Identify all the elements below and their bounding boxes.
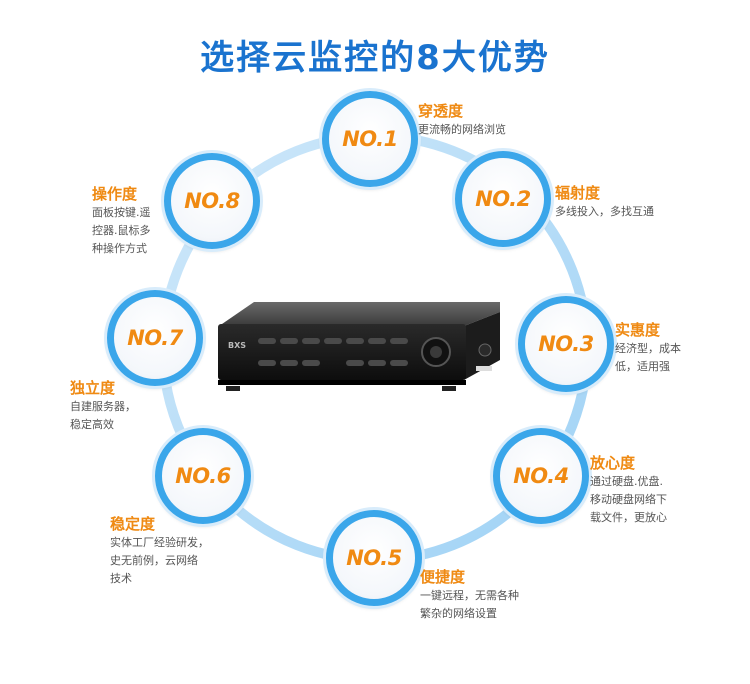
advantage-heading: 操作度 xyxy=(92,185,138,203)
advantage-desc: 载文件，更放心 xyxy=(590,511,667,524)
advantage-desc: 实体工厂经验研发， xyxy=(110,536,209,549)
advantage-heading: 放心度 xyxy=(590,454,636,472)
advantage-desc: 繁杂的网络设置 xyxy=(420,607,497,620)
advantage-desc: 移动硬盘网络下 xyxy=(590,493,667,506)
advantage-node-6: NO.6 xyxy=(155,428,251,524)
advantage-text-1: 穿透度 更流畅的网络浏览 xyxy=(418,101,506,139)
advantage-text-2: 辐射度 多线投入，多找互通 xyxy=(555,183,654,221)
brand-logo: BXS xyxy=(228,341,246,350)
advantage-text-5: 便捷度 一键远程，无需各种 繁杂的网络设置 xyxy=(420,567,519,623)
advantage-desc: 史无前例，云网络 xyxy=(110,554,198,567)
advantage-desc: 技术 xyxy=(110,572,132,585)
advantage-desc: 种操作方式 xyxy=(92,242,147,255)
advantage-desc: 面板按键.遥 xyxy=(92,206,151,219)
advantage-node-1: NO.1 xyxy=(322,91,418,187)
advantage-desc: 多线投入，多找互通 xyxy=(555,205,654,218)
advantage-node-2: NO.2 xyxy=(455,151,551,247)
advantage-node-7: NO.7 xyxy=(107,290,203,386)
advantage-text-3: 实惠度 经济型，成本 低，适用强 xyxy=(615,320,681,376)
advantage-desc: 经济型，成本 xyxy=(615,342,681,355)
advantage-desc: 低，适用强 xyxy=(615,360,670,373)
advantage-desc: 自建服务器， xyxy=(70,400,136,413)
advantage-node-5: NO.5 xyxy=(326,510,422,606)
dvr-device-image: BXS xyxy=(218,302,500,391)
advantage-node-3: NO.3 xyxy=(518,296,614,392)
advantage-node-4: NO.4 xyxy=(493,428,589,524)
advantage-desc: 稳定高效 xyxy=(70,418,114,431)
advantage-heading: 稳定度 xyxy=(110,515,156,533)
advantage-text-7: 独立度 自建服务器， 稳定高效 xyxy=(70,378,136,434)
advantage-text-8: 操作度 面板按键.遥 控器.鼠标多 种操作方式 xyxy=(92,184,151,258)
advantage-desc: 控器.鼠标多 xyxy=(92,224,151,237)
advantage-node-8: NO.8 xyxy=(164,153,260,249)
advantage-desc: 一键远程，无需各种 xyxy=(420,589,519,602)
advantage-text-6: 稳定度 实体工厂经验研发， 史无前例，云网络 技术 xyxy=(110,514,209,588)
advantage-heading: 实惠度 xyxy=(615,321,661,339)
advantage-text-4: 放心度 通过硬盘.优盘. 移动硬盘网络下 载文件，更放心 xyxy=(590,453,667,527)
page-title: 选择云监控的8大优势 xyxy=(200,38,550,78)
advantage-heading: 辐射度 xyxy=(555,184,601,202)
advantage-heading: 便捷度 xyxy=(420,568,466,586)
advantage-heading: 穿透度 xyxy=(418,102,464,120)
advantage-desc: 通过硬盘.优盘. xyxy=(590,475,663,488)
advantage-desc: 更流畅的网络浏览 xyxy=(418,123,506,136)
advantage-heading: 独立度 xyxy=(70,379,116,397)
